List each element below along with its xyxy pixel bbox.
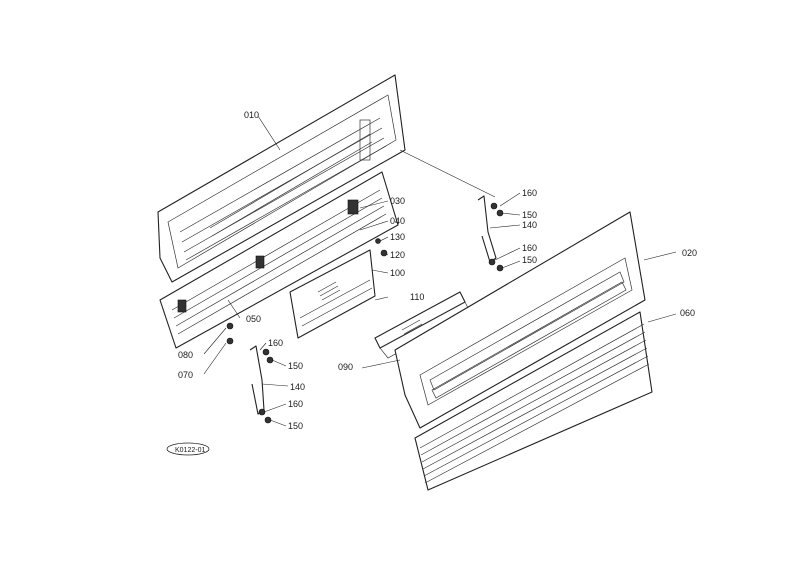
reference-stamp: K0122-01 (166, 442, 210, 456)
label-020: 020 (682, 248, 697, 258)
pin-130 (375, 238, 381, 244)
label-080: 080 (178, 350, 193, 360)
leader-lines (203, 115, 677, 427)
label-110: 110 (410, 292, 424, 302)
label-160-upper-b: 160 (522, 243, 537, 253)
panel-010 (157, 74, 406, 283)
stay-140-lower (249, 345, 274, 424)
label-030: 030 (390, 196, 405, 206)
label-100: 100 (390, 268, 405, 278)
pin-120 (380, 249, 388, 257)
panel-020 (394, 211, 646, 429)
label-040: 040 (390, 216, 405, 226)
label-140-upper: 140 (522, 220, 537, 230)
label-060: 060 (680, 308, 695, 318)
stamp-text: K0122-01 (175, 447, 205, 454)
label-010: 010 (244, 110, 259, 120)
plate-100 (289, 249, 376, 339)
panel-050 (159, 171, 399, 349)
label-130: 130 (390, 232, 405, 242)
label-120: 120 (390, 250, 405, 260)
label-160-lower-b: 160 (288, 399, 303, 409)
washer-080 (226, 322, 234, 330)
label-150-upper-a: 150 (522, 210, 537, 220)
label-050: 050 (246, 314, 261, 324)
label-160-lower-a: 160 (268, 338, 283, 348)
label-160-upper-a: 160 (522, 188, 537, 198)
label-150-upper-b: 150 (522, 255, 537, 265)
label-090: 090 (338, 362, 353, 372)
label-150-lower-a: 150 (288, 361, 303, 371)
panel-060 (414, 311, 653, 491)
label-150-lower-b: 150 (288, 421, 303, 431)
label-140-lower: 140 (290, 382, 305, 392)
label-070: 070 (178, 370, 193, 380)
stay-140-upper (477, 195, 504, 272)
bolt-070 (226, 337, 234, 345)
